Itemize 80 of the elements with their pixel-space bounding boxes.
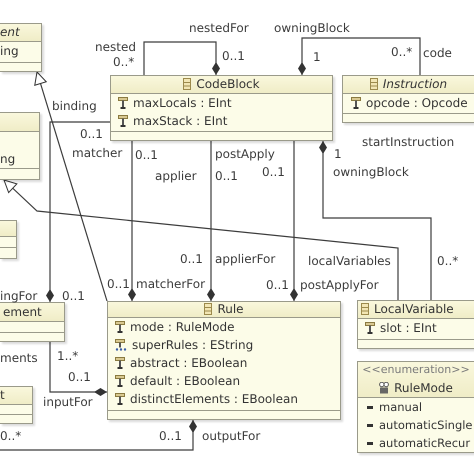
enum-literal: manual bbox=[379, 400, 422, 414]
attribute-text: slot : EInt bbox=[380, 321, 437, 335]
role-name: binding bbox=[52, 99, 97, 113]
multiplicity-label: 0..1 bbox=[159, 429, 182, 443]
composition-line bbox=[49, 342, 107, 396]
multiplicity-label: 1 bbox=[334, 147, 342, 161]
class-name: Rule bbox=[217, 302, 244, 316]
role-name: matcherFor bbox=[136, 277, 206, 291]
composition-line bbox=[207, 141, 215, 301]
role-name: outputFor bbox=[202, 429, 260, 443]
role-name: ingFor bbox=[0, 289, 38, 303]
enum-literal: automaticSingle bbox=[379, 418, 473, 432]
multiplicity-label: 0..* bbox=[391, 45, 412, 59]
role-name: localVariables bbox=[308, 254, 391, 268]
role-name: owningBlock bbox=[333, 165, 409, 179]
multiplicity-label: 0..1 bbox=[262, 165, 285, 179]
generalization-arrow bbox=[4, 180, 399, 300]
class-box bbox=[0, 386, 33, 424]
attribute-text: maxLocals : EInt bbox=[133, 96, 232, 110]
composition-line bbox=[319, 141, 432, 300]
composition-line bbox=[46, 121, 110, 302]
class-box bbox=[0, 302, 65, 342]
role-name: postApply bbox=[215, 147, 275, 161]
class-box bbox=[342, 75, 474, 123]
attribute-text: distinctElements : EBoolean bbox=[130, 392, 298, 406]
composition-line bbox=[290, 141, 298, 301]
class-box bbox=[357, 300, 474, 349]
generalization-arrow bbox=[34, 72, 108, 302]
attribute-text: abstract : EBoolean bbox=[130, 356, 248, 370]
role-name: matcher bbox=[72, 146, 122, 160]
role-name: nestedFor bbox=[189, 21, 249, 35]
attribute-text: default : EBoolean bbox=[130, 374, 240, 388]
multiplicity-label: 0..1 bbox=[266, 278, 289, 292]
composition-line bbox=[298, 37, 421, 75]
role-name: postApplyFor bbox=[300, 278, 379, 292]
role-name: code bbox=[423, 46, 452, 60]
role-name: ments bbox=[0, 351, 38, 365]
class-name: Instruction bbox=[382, 77, 448, 91]
attribute-text: mode : RuleMode bbox=[130, 320, 235, 334]
role-name: startInstruction bbox=[362, 135, 454, 149]
multiplicity-label: 0..1 bbox=[68, 370, 91, 384]
composition-line bbox=[143, 41, 220, 75]
class-box bbox=[0, 23, 42, 72]
multiplicity-label: 0..1 bbox=[222, 49, 245, 63]
multiplicity-label: 0..1 bbox=[62, 289, 85, 303]
class-name: t bbox=[0, 388, 5, 402]
stereotype-label: <<enumeration>> bbox=[362, 363, 470, 377]
class-box bbox=[107, 301, 341, 420]
attribute-text: maxStack : EInt bbox=[133, 114, 228, 128]
multiplicity-label: 0..* bbox=[0, 429, 22, 443]
multiplicity-label: 0..1 bbox=[180, 252, 203, 266]
attribute-text: superRules : EString bbox=[132, 338, 254, 352]
multiplicity-label: 0..1 bbox=[107, 277, 130, 291]
class-name: ement bbox=[3, 304, 42, 318]
role-name: applier bbox=[155, 169, 197, 183]
enum-literal: automaticRecur bbox=[379, 436, 470, 450]
enum-box bbox=[357, 361, 474, 453]
role-name: owningBlock bbox=[274, 21, 350, 35]
attribute-text: opcode : Opcode bbox=[366, 96, 468, 110]
attribute-text: ng bbox=[0, 152, 16, 166]
class-name: LocalVariable bbox=[374, 302, 454, 316]
class-name: CodeBlock bbox=[196, 77, 260, 91]
composition-line bbox=[128, 141, 136, 301]
attribute-text: ing bbox=[0, 44, 19, 58]
class-box bbox=[0, 220, 17, 259]
multiplicity-label: 1 bbox=[313, 50, 321, 64]
class-box bbox=[110, 75, 333, 141]
role-name: applierFor bbox=[215, 252, 276, 266]
multiplicity-label: 1..* bbox=[57, 349, 78, 363]
composition-line bbox=[0, 420, 197, 451]
enum-name: RuleMode bbox=[394, 381, 453, 395]
class-box bbox=[0, 112, 40, 180]
multiplicity-label: 0..1 bbox=[135, 148, 158, 162]
multiplicity-label: 0..1 bbox=[215, 169, 238, 183]
class-name: ent bbox=[0, 25, 20, 39]
role-name: inputFor bbox=[43, 395, 93, 409]
multiplicity-label: 0..1 bbox=[80, 127, 103, 141]
multiplicity-label: 0..* bbox=[437, 254, 458, 268]
multiplicity-label: 0..* bbox=[113, 55, 134, 69]
role-name: nested bbox=[95, 40, 136, 54]
